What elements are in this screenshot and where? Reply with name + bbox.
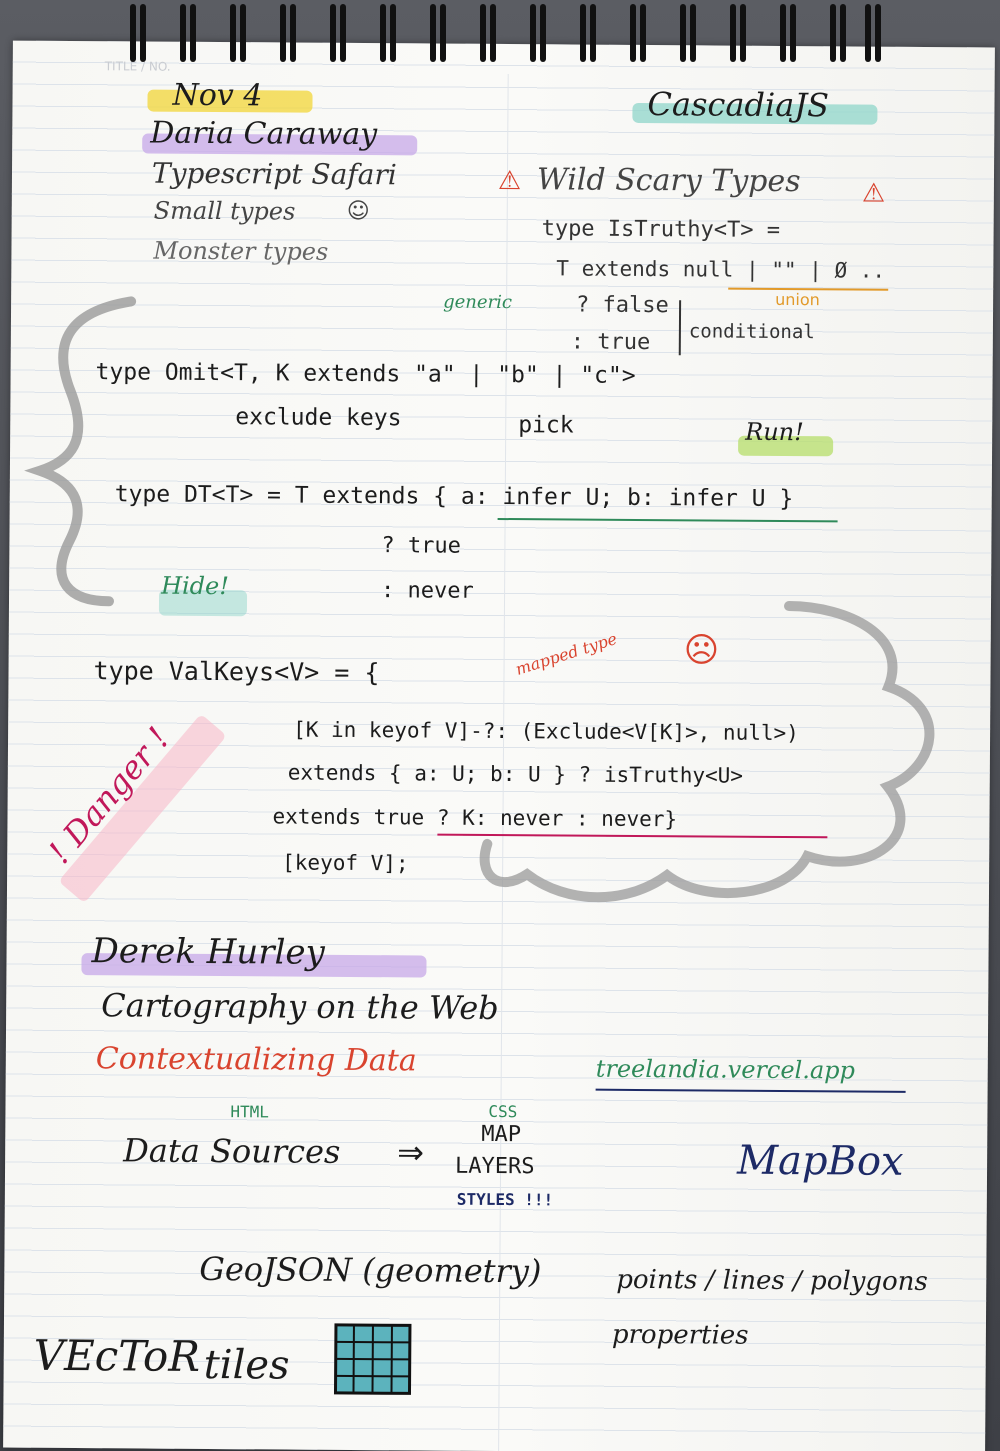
layers-label: LAYERS xyxy=(454,1153,535,1180)
data-sources: Data Sources xyxy=(123,1131,341,1171)
arrow-icon: ⇒ xyxy=(397,1133,425,1172)
curly-brace-shape xyxy=(24,296,137,607)
css-label: CSS xyxy=(488,1101,518,1122)
notebook-page: TITLE / NO. Nov 4 CascadiaJS Daria Caraw… xyxy=(3,40,995,1451)
mapbox-label: MapBox xyxy=(736,1137,904,1185)
html-label: HTML xyxy=(230,1102,270,1122)
talk2-title: Cartography on the Web xyxy=(101,986,499,1028)
styles-label: STYLES !!! xyxy=(456,1189,554,1210)
spiral-binding xyxy=(130,4,890,68)
vector-label: VEcToR xyxy=(33,1330,201,1381)
points-lines-polygons: points / lines / polygons xyxy=(616,1264,928,1298)
map-label: MAP xyxy=(481,1121,522,1148)
grey-markings-svg xyxy=(24,296,935,903)
talk2-url: treelandia.vercel.app xyxy=(595,1054,856,1085)
tile-grid-icon xyxy=(333,1323,412,1395)
tiles-label: tiles xyxy=(203,1341,290,1389)
speaker2-name: Derek Hurley xyxy=(91,931,325,973)
geojson-label: GeoJSON (geometry) xyxy=(199,1249,542,1291)
cloud-shape xyxy=(479,601,935,903)
properties-label: properties xyxy=(611,1319,749,1351)
talk2-subtitle: Contextualizing Data xyxy=(95,1041,417,1079)
